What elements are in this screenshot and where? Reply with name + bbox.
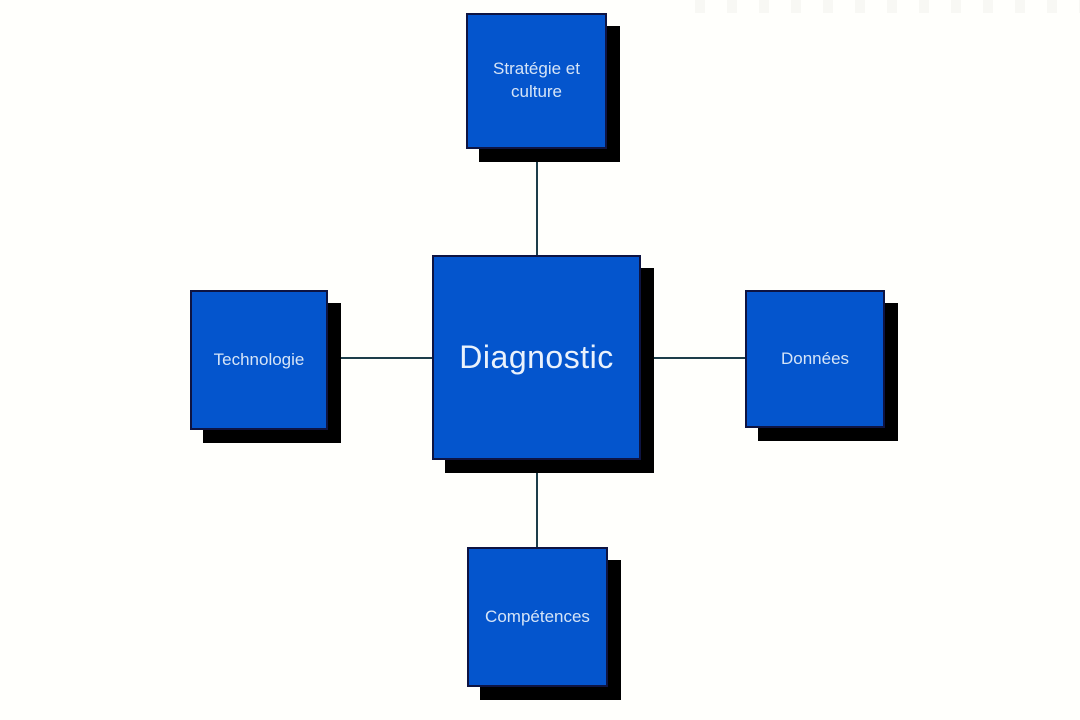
node-competences: Compétences <box>467 547 608 687</box>
connector-center-to-left <box>330 357 432 359</box>
node-label: Technologie <box>213 349 305 369</box>
node-label: Diagnostic <box>459 338 614 375</box>
node-strategie-et-culture: Stratégie et culture <box>466 13 607 149</box>
node-donnees: Données <box>745 290 885 428</box>
node-label: Données <box>780 348 850 368</box>
connector-center-to-top <box>536 149 538 255</box>
connector-center-to-right <box>641 357 745 359</box>
node-label: Compétences <box>485 606 590 626</box>
node-label: Stratégie et culture <box>493 59 580 101</box>
faint-watermark-strip <box>695 0 1080 13</box>
connector-center-to-bottom <box>536 460 538 547</box>
node-technologie: Technologie <box>190 290 328 430</box>
node-diagnostic-center: Diagnostic <box>432 255 641 460</box>
